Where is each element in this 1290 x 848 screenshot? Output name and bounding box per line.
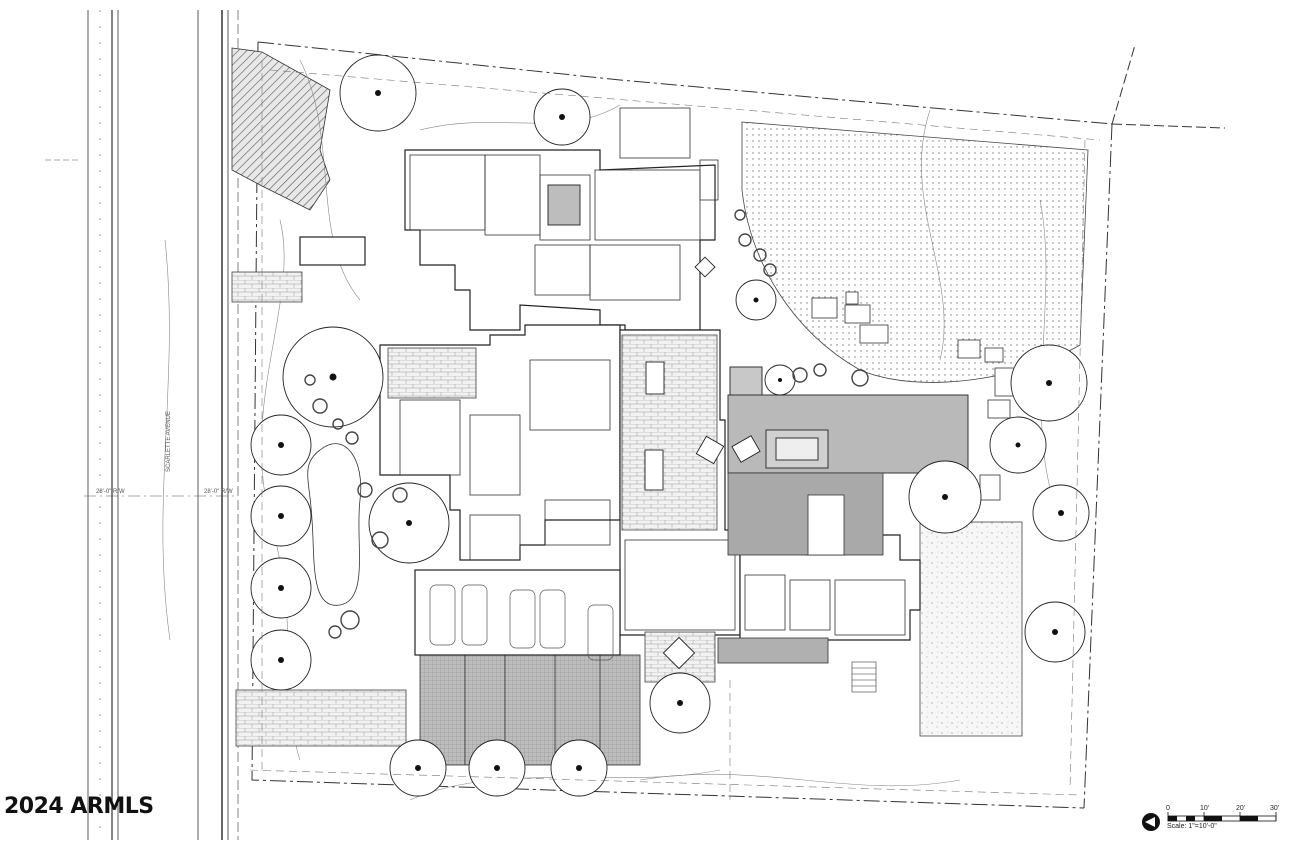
lawn-area bbox=[741, 121, 1089, 383]
scale-tick-20: 20' bbox=[1236, 805, 1246, 812]
scale-tick-0: 0 bbox=[1166, 805, 1170, 812]
entry-planter bbox=[299, 236, 366, 266]
right-of-way-line bbox=[45, 159, 235, 497]
garage bbox=[414, 569, 621, 656]
terrace bbox=[717, 637, 829, 664]
brick-wall-left bbox=[231, 271, 303, 303]
pool-deck bbox=[727, 472, 884, 556]
shrubs bbox=[304, 209, 869, 639]
right-of-way-label-2: 28'-0" R/W bbox=[204, 489, 233, 495]
sport-court bbox=[919, 521, 1023, 737]
scale-label: Scale: 1"=10'-0" bbox=[1167, 823, 1217, 830]
lawn-blob bbox=[307, 443, 362, 606]
brick-entry bbox=[387, 347, 477, 399]
scale-tick-30: 30' bbox=[1270, 805, 1280, 812]
scale-bar bbox=[1142, 812, 1277, 831]
stair bbox=[851, 661, 877, 693]
utility-structures bbox=[619, 107, 719, 201]
brick-patio bbox=[621, 334, 718, 531]
pool-deck-cut bbox=[807, 494, 845, 556]
garage-cars bbox=[429, 584, 614, 661]
stepping-stones bbox=[811, 291, 1016, 501]
tree-centers bbox=[278, 90, 1064, 771]
interior-walls bbox=[399, 154, 906, 636]
patio-furniture bbox=[547, 184, 761, 670]
right-of-way-label: 28'-0" R/W bbox=[96, 489, 125, 495]
hatched-landscape bbox=[231, 47, 331, 211]
street-name-label: SCARLETTE AVENUE bbox=[166, 411, 172, 472]
driveway bbox=[419, 654, 641, 766]
scale-tick-10: 10' bbox=[1200, 805, 1210, 812]
street-lines bbox=[87, 10, 239, 840]
watermark: 2024 ARMLS bbox=[4, 794, 154, 819]
pool bbox=[727, 366, 969, 474]
retaining-wall bbox=[235, 689, 407, 747]
setback-lines bbox=[249, 60, 1101, 800]
